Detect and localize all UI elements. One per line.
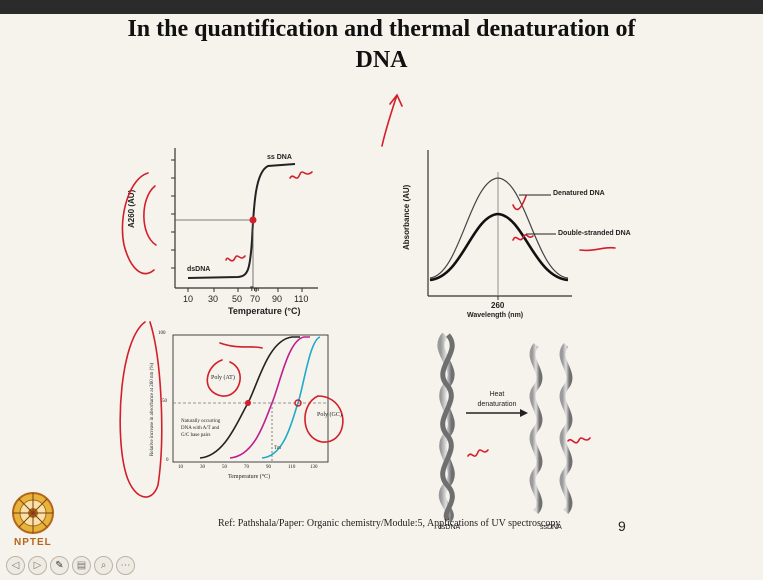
- wavelength-xlabel: Wavelength (nm): [467, 312, 524, 319]
- melting-tick-70: 70: [250, 294, 261, 304]
- wavelength-tick-260: 260: [491, 301, 505, 310]
- gc-xtick-10: 10: [178, 465, 183, 470]
- ss-dna-strand-2: [559, 343, 573, 514]
- gc-xlabel: Temperature (°C): [228, 474, 271, 480]
- gc-xtick-130: 130: [310, 465, 318, 470]
- ds-dna-label: dsDNA: [187, 266, 211, 273]
- zoom-icon[interactable]: ⌕: [94, 556, 113, 575]
- melting-sigmoid-curve: [187, 163, 296, 279]
- slide-title-line-2: DNA: [355, 47, 408, 73]
- pen-icon[interactable]: ✎: [50, 556, 69, 575]
- viewer-toolbar: ◁ ▷ ✎ ▤ ⌕ ⋯: [6, 556, 135, 576]
- page-number: 9: [618, 518, 626, 534]
- natural-dna-label-line-1: Naturally occurring: [181, 419, 221, 424]
- double-stranded-label: Double-stranded DNA: [558, 230, 631, 237]
- gc-xtick-30: 30: [200, 465, 205, 470]
- tm-label: Tm: [250, 287, 259, 293]
- melting-tick-110: 110: [294, 294, 309, 304]
- heat-label: Heat: [489, 391, 505, 398]
- poly-gc-curve: [261, 336, 321, 459]
- ss-dna-label: ss DNA: [267, 154, 292, 161]
- ds-dna-helix-strand-b: [440, 333, 455, 522]
- double-stranded-curve: [429, 212, 569, 282]
- natural-dna-curve: [229, 336, 310, 459]
- back-icon[interactable]: ◁: [6, 556, 25, 575]
- ss-dna-strand-1: [529, 343, 543, 514]
- nptel-logo-text: NPTEL: [14, 537, 52, 548]
- slide-title-line-1: In the quantification and thermal denatu…: [127, 16, 636, 42]
- natural-dna-label-line-2: DNA with A/T and: [181, 426, 220, 431]
- poly-at-label: Poly (AT): [211, 375, 235, 381]
- melting-xlabel: Temperature (°C): [228, 306, 301, 316]
- denatured-dna-curve: [429, 177, 569, 279]
- melting-tick-90: 90: [272, 294, 283, 304]
- tm-point: [249, 216, 257, 224]
- gc-xtick-70: 70: [244, 465, 249, 470]
- denaturation-label: denaturation: [477, 401, 517, 408]
- heat-ss-dna-label: ssDNA: [540, 524, 562, 531]
- denatured-dna-label: Denatured DNA: [553, 190, 605, 197]
- page-icon[interactable]: ▤: [72, 556, 91, 575]
- gc-ytick-0: 0: [166, 458, 169, 463]
- gc-tm-label: Tm: [274, 446, 281, 451]
- gc-xtick-50: 50: [222, 465, 227, 470]
- more-icon[interactable]: ⋯: [116, 556, 135, 575]
- reference-text: Ref: Pathshala/Paper: Organic chemistry/…: [218, 518, 561, 529]
- melting-tick-30: 30: [208, 294, 219, 304]
- heat-ds-dna-label: dsDNA: [438, 524, 461, 531]
- melting-tick-50: 50: [232, 294, 243, 304]
- gc-xtick-110: 110: [288, 465, 296, 470]
- natural-dna-label-line-3: G/C base pairs: [181, 433, 211, 438]
- slide: [0, 14, 763, 580]
- poly-gc-label: Poly (GC): [317, 412, 342, 418]
- gc-ytick-100: 100: [158, 331, 166, 336]
- gc-xtick-90: 90: [266, 465, 271, 470]
- forward-icon[interactable]: ▷: [28, 556, 47, 575]
- gc-ytick-50: 50: [162, 399, 167, 404]
- melting-tick-10: 10: [183, 294, 194, 304]
